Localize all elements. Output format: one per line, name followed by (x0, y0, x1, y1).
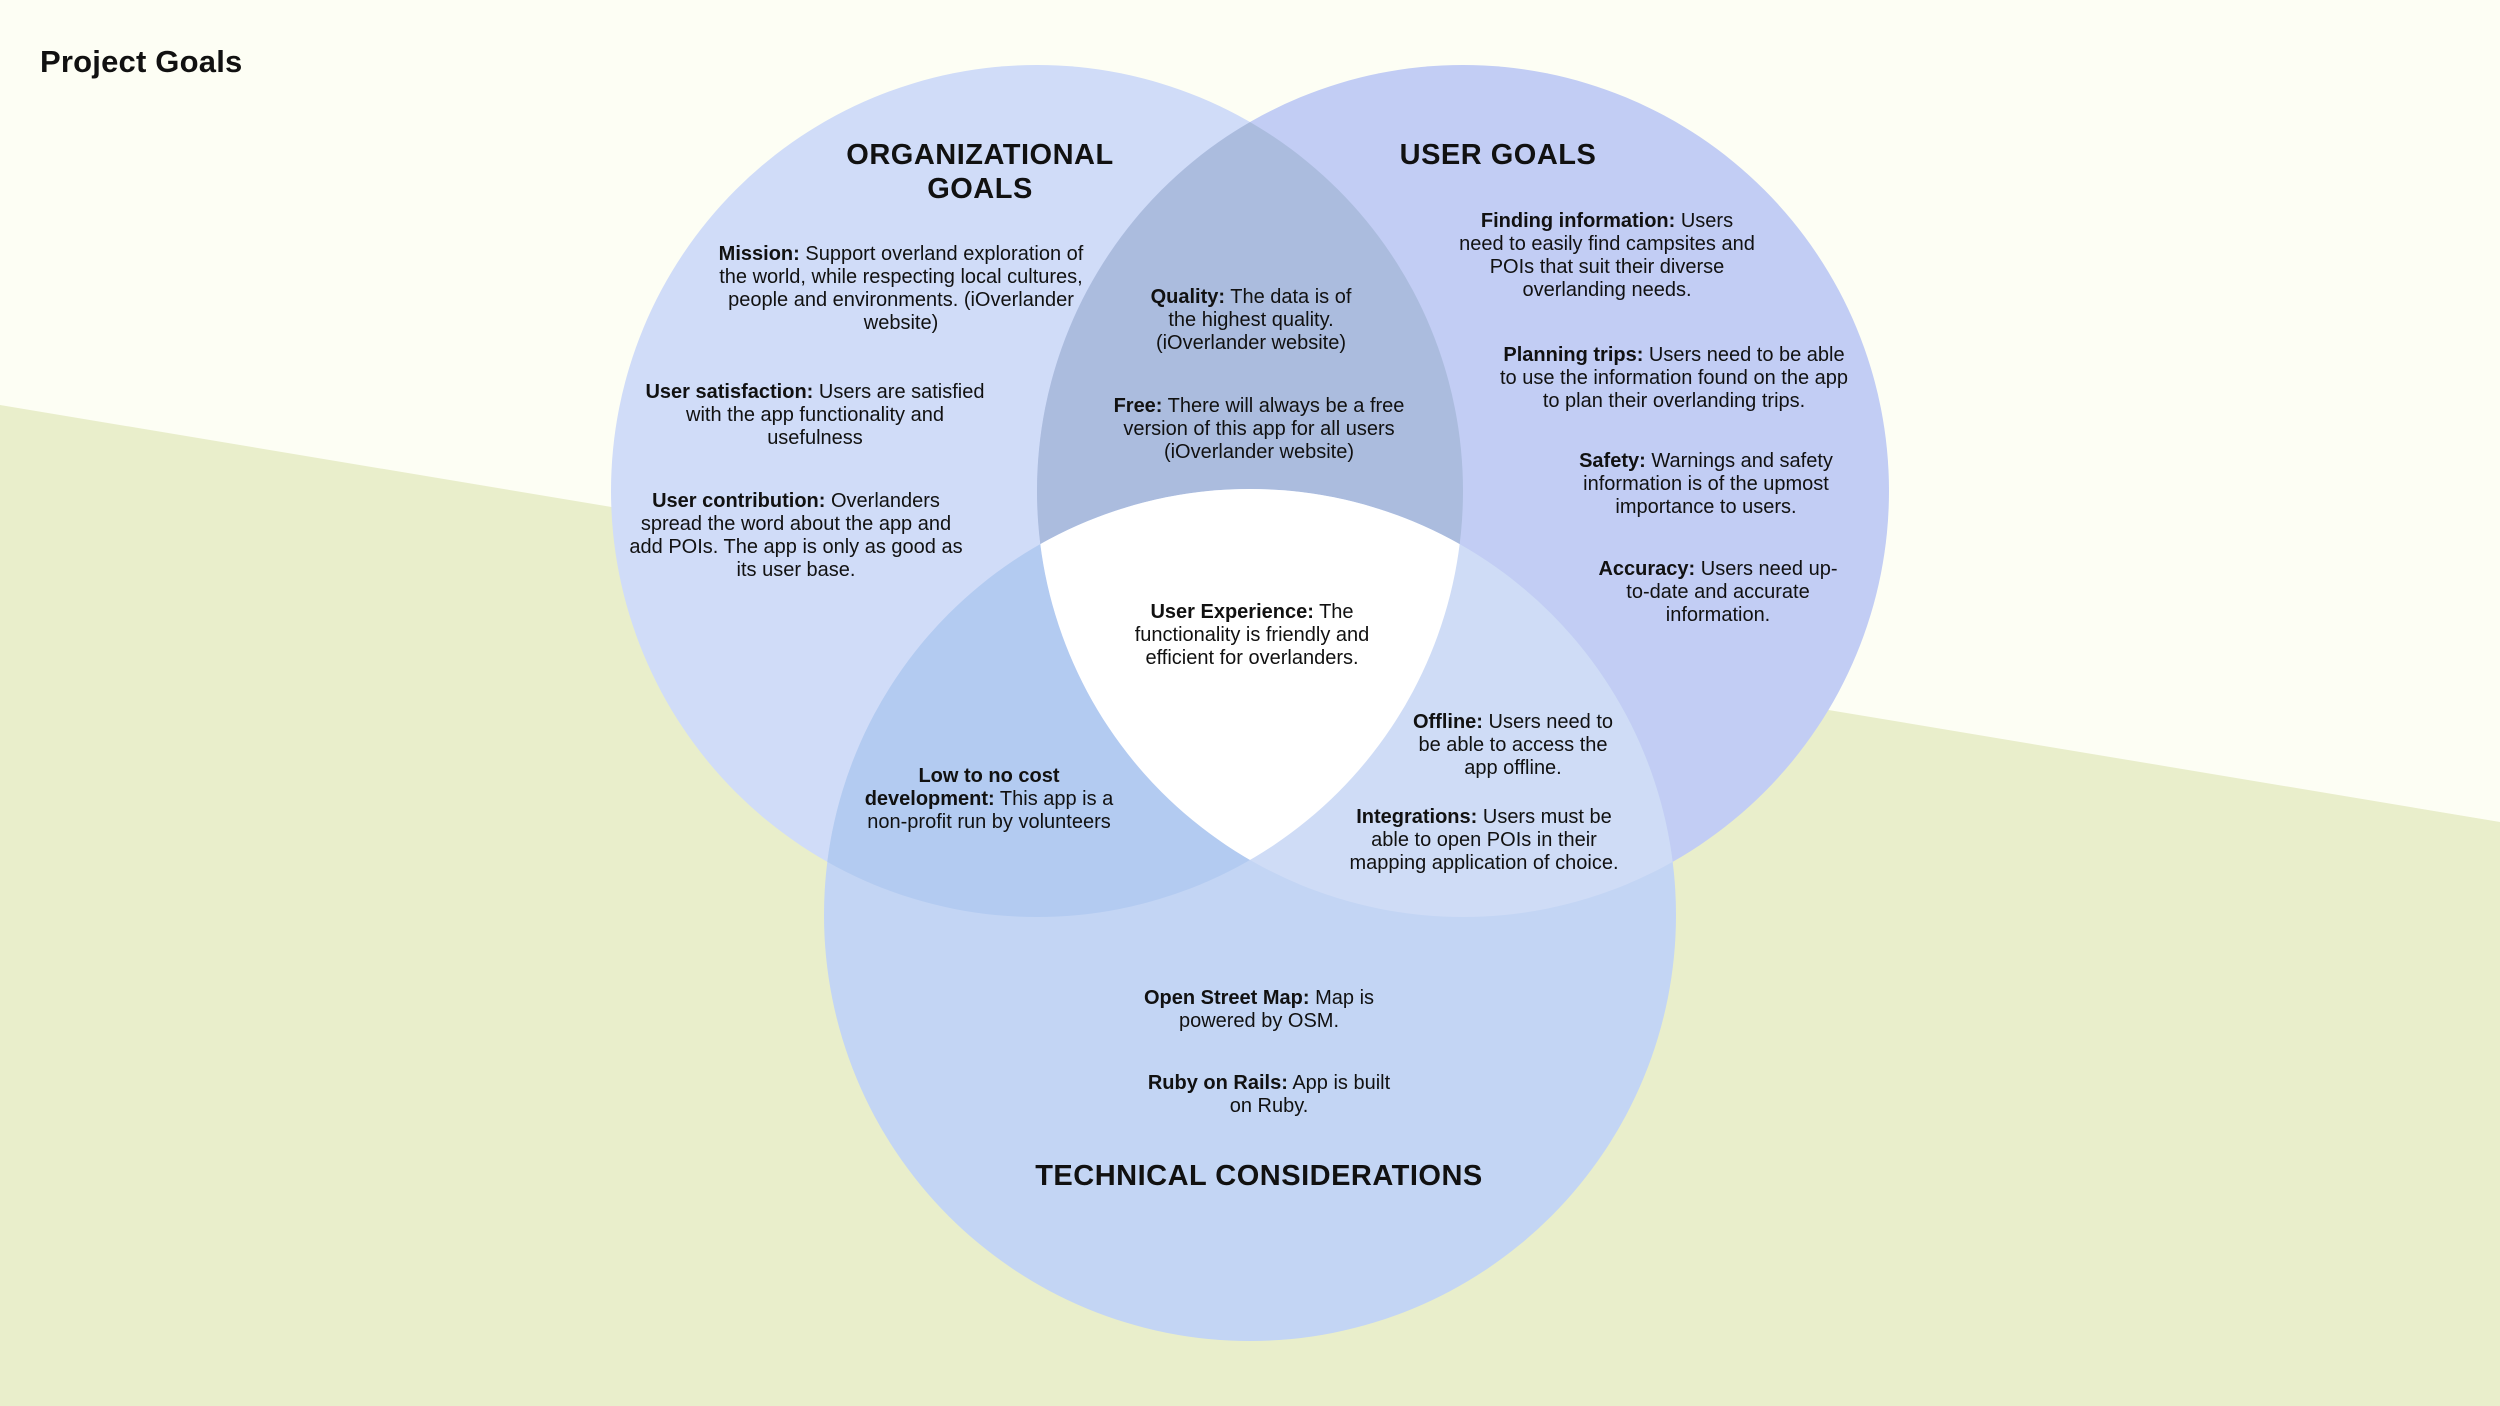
item-label: User contribution: (652, 490, 826, 512)
item-text: Users need to be able to access the app … (1418, 711, 1614, 779)
offline-item: Offline: Users need to be able to access… (1408, 711, 1618, 780)
low-cost-development-item: Low to no cost development: This app is … (859, 765, 1119, 834)
item-label: Planning trips: (1503, 344, 1644, 366)
accuracy-item: Accuracy: Users need up-to-date and accu… (1593, 558, 1843, 627)
technical-considerations-heading: TECHNICAL CONSIDERATIONS (1035, 1160, 1483, 1192)
item-label: Ruby on Rails: (1147, 1072, 1288, 1094)
safety-item: Safety: Warnings and safety information … (1561, 450, 1851, 519)
item-label: Finding information: (1480, 210, 1676, 232)
heading-line: ORGANIZATIONAL (846, 139, 1114, 171)
item-label: Offline: (1412, 711, 1483, 733)
item-text: Users need to be able to use the informa… (1499, 344, 1849, 412)
integrations-item: Integrations: Users must be able to open… (1347, 806, 1622, 875)
item-text: The functionality is friendly and effici… (1134, 601, 1370, 669)
user-contribution-item: User contribution: Overlanders spread th… (626, 490, 966, 582)
user-experience-item: User Experience: The functionality is fr… (1115, 601, 1390, 670)
item-text: Overlanders spread the word about the ap… (629, 490, 963, 581)
item-label: User Experience: (1150, 601, 1314, 623)
item-text: The data is of the highest quality. (iOv… (1155, 286, 1352, 354)
heading-line: GOALS (927, 173, 1033, 205)
item-label: User satisfaction: (645, 381, 814, 403)
planning-trips-item: Planning trips: Users need to be able to… (1494, 344, 1854, 413)
item-text: Map is powered by OSM. (1178, 987, 1375, 1032)
item-label: Safety: (1579, 450, 1646, 472)
user-satisfaction-item: User satisfaction: Users are satisfied w… (645, 381, 985, 450)
user-goals-heading: USER GOALS (1399, 139, 1597, 171)
item-label: Mission: (718, 243, 800, 265)
item-label: Accuracy: (1598, 558, 1696, 580)
open-street-map-item: Open Street Map: Map is powered by OSM. (1124, 987, 1394, 1033)
item-text: Support overland exploration of the worl… (719, 243, 1084, 334)
page-title: Project Goals (40, 44, 243, 79)
item-text: Warnings and safety information is of th… (1583, 450, 1833, 518)
item-text: Users need up-to-date and accurate infor… (1626, 558, 1838, 626)
free-item: Free: There will always be a free versio… (1104, 395, 1414, 464)
item-text: This app is a non-profit run by voluntee… (867, 788, 1114, 833)
organizational-goals-heading: ORGANIZATIONAL GOALS (846, 138, 1113, 206)
item-text: There will always be a free version of t… (1123, 395, 1405, 463)
mission-item: Mission: Support overland exploration of… (716, 243, 1086, 335)
item-label: Low to no cost development: (864, 765, 1060, 810)
item-label: Quality: (1150, 286, 1226, 308)
item-text: Users need to easily find campsites and … (1459, 210, 1755, 301)
ruby-on-rails-item: Ruby on Rails: App is built on Ruby. (1134, 1072, 1404, 1118)
item-label: Free: (1113, 395, 1163, 417)
finding-information-item: Finding information: Users need to easil… (1457, 210, 1757, 302)
item-label: Open Street Map: (1143, 987, 1310, 1009)
item-text: Users must be able to open POIs in their… (1349, 806, 1619, 874)
item-text: Users are satisfied with the app functio… (686, 381, 985, 449)
item-label: Integrations: (1356, 806, 1478, 828)
item-text: App is built on Ruby. (1229, 1072, 1391, 1117)
quality-item: Quality: The data is of the highest qual… (1139, 286, 1364, 355)
